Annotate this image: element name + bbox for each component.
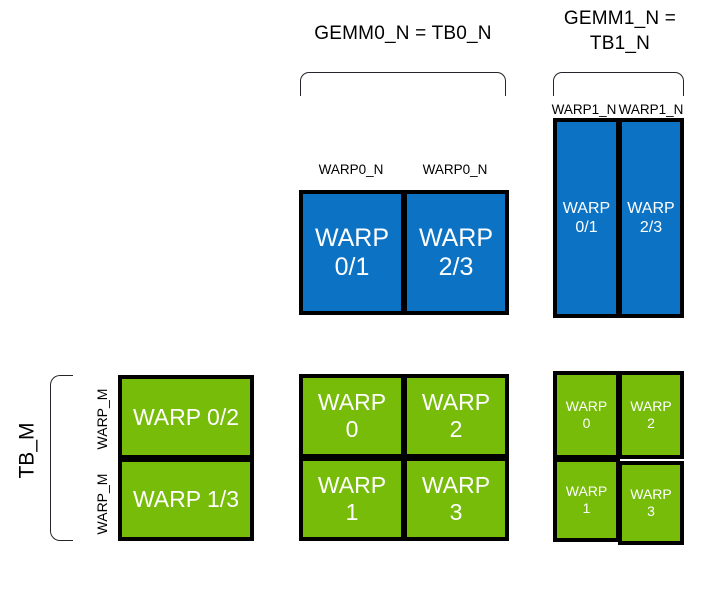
green-cell-mid-warp-1: WARP 1 [299, 457, 405, 541]
gemm1-span-bracket [553, 72, 684, 96]
green-cell-left-warp-0-2: WARP 0/2 [118, 375, 254, 459]
green-cell-left-warp-1-3: WARP 1/3 [118, 458, 254, 541]
green-cell-right-warp-0: WARP 0 [553, 371, 620, 459]
blue-cell-mid-warp-2-3: WARP 2/3 [403, 190, 509, 315]
warp-m-label-bottom: WARP_M [94, 473, 110, 535]
tb-m-span-bracket [50, 375, 73, 541]
warp-m-label-top: WARP_M [94, 388, 110, 450]
warp1-n-label-left: WARP1_N [551, 102, 617, 117]
blue-cell-right-warp-2-3: WARP 2/3 [618, 118, 684, 318]
tb-m-label: TB_M [15, 422, 39, 479]
warp0-n-label-left: WARP0_N [318, 162, 384, 177]
gemm0-span-bracket [300, 72, 506, 96]
green-cell-mid-warp-3: WARP 3 [403, 457, 509, 541]
blue-cell-mid-warp-0-1: WARP 0/1 [299, 190, 405, 315]
green-cell-mid-warp-0: WARP 0 [299, 374, 405, 458]
green-cell-right-warp-1: WARP 1 [553, 458, 620, 542]
gemm0-header-label: GEMM0_N = TB0_N [314, 23, 492, 44]
warp1-n-label-right: WARP1_N [618, 102, 684, 117]
warp0-n-label-right: WARP0_N [422, 162, 488, 177]
green-cell-right-warp-3: WARP 3 [618, 461, 684, 545]
green-cell-right-warp-2: WARP 2 [618, 371, 684, 459]
green-cell-mid-warp-2: WARP 2 [403, 374, 509, 458]
blue-cell-right-warp-0-1: WARP 0/1 [553, 118, 620, 318]
gemm1-header-label: GEMM1_N = TB1_N [563, 8, 677, 54]
